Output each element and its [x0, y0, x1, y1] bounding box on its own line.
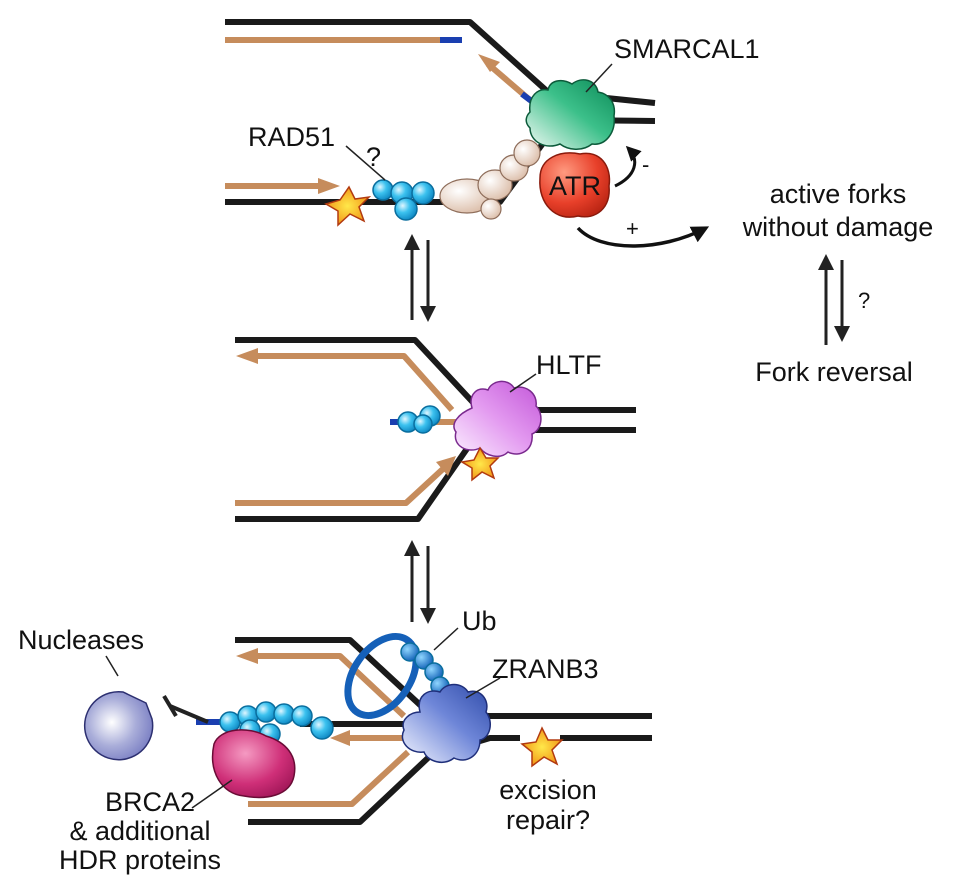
nuclease-protein [83, 690, 154, 761]
hltf-protein [453, 380, 542, 458]
excision-label: excision [499, 775, 597, 805]
equilibrium-arrows-upper [404, 234, 436, 322]
zranb3-protein [401, 683, 492, 764]
middle-fork-upper-nascent-strand [255, 353, 455, 412]
brca2-leader [191, 779, 233, 809]
bottom-fork-lower-nascent-strand [248, 749, 411, 807]
ub-label: Ub [462, 606, 497, 636]
ub-leader [433, 627, 459, 651]
inhibition-minus-sign: - [642, 152, 649, 177]
top-fork: ATR SMARCAL1 RAD51 ? - + [225, 19, 760, 248]
bottom-fork-upper-arrowhead [236, 648, 258, 664]
zranb3-leader [465, 677, 501, 699]
brca2-label: BRCA2 [105, 787, 195, 817]
brca2-protein [211, 729, 296, 799]
bottom-fork: Ub ZRANB3 Nuclease [18, 606, 652, 825]
nucleases-label: Nucleases [18, 625, 144, 655]
repair-label: repair? [506, 805, 590, 835]
smarcal1-strand-arrowhead [478, 54, 500, 72]
bottom-fork-reversed-arm-arrowhead [330, 730, 350, 746]
top-fork-nascent-arrowhead [318, 178, 340, 194]
additional-label: & additional [69, 816, 210, 846]
hltf-label: HLTF [536, 350, 602, 380]
ub-ring [344, 633, 420, 719]
atr-to-active-forks-arrow [576, 226, 710, 248]
excision-lesion-star [520, 726, 564, 768]
middle-fork-upper-parental-strand [235, 337, 636, 413]
middle-fork-lower-nascent-strand [235, 465, 447, 506]
bottom-fork-upper-parental-strand [235, 637, 652, 719]
smarcal1-leader [585, 63, 613, 93]
reversal-equilibrium-arrows [818, 254, 850, 345]
rad51-label: RAD51 [248, 122, 335, 152]
middle-fork: HLTF [235, 337, 636, 522]
smarcal1-label: SMARCAL1 [614, 34, 760, 64]
rad51-filament [372, 179, 435, 221]
rad51-leader [345, 145, 386, 181]
active-forks-label: active forks [770, 179, 907, 209]
bottom-fork-upper-nascent-strand [255, 653, 407, 719]
without-damage-label: without damage [742, 212, 934, 242]
fork-reversal-label: Fork reversal [755, 357, 913, 387]
middle-fork-upper-arrowhead [236, 348, 258, 364]
atr-label: ATR [549, 171, 601, 201]
middle-rad51 [397, 405, 441, 434]
zranb3-label: ZRANB3 [492, 654, 599, 684]
reversal-question-mark: ? [858, 288, 870, 313]
atr-to-smarcal1-arrow [614, 145, 642, 188]
hdr-proteins-label: HDR proteins [59, 845, 221, 875]
middle-fork-lower-parental-strand [235, 427, 636, 522]
rad51-question-mark: ? [366, 142, 381, 172]
atr-kinase: ATR [539, 152, 611, 218]
activation-plus-sign: + [626, 216, 639, 241]
smarcal1-protein [525, 79, 616, 150]
middle-fork-lower-arrowhead [436, 456, 456, 476]
middle-fork-lesion-star [459, 446, 500, 482]
atr-interacting-chain [439, 139, 541, 220]
nucleases-leader [105, 655, 119, 677]
top-fork-lesion-star [324, 185, 372, 227]
inhibition-bar [162, 694, 209, 724]
hltf-leader [509, 373, 537, 393]
equilibrium-arrows-lower [404, 540, 436, 624]
